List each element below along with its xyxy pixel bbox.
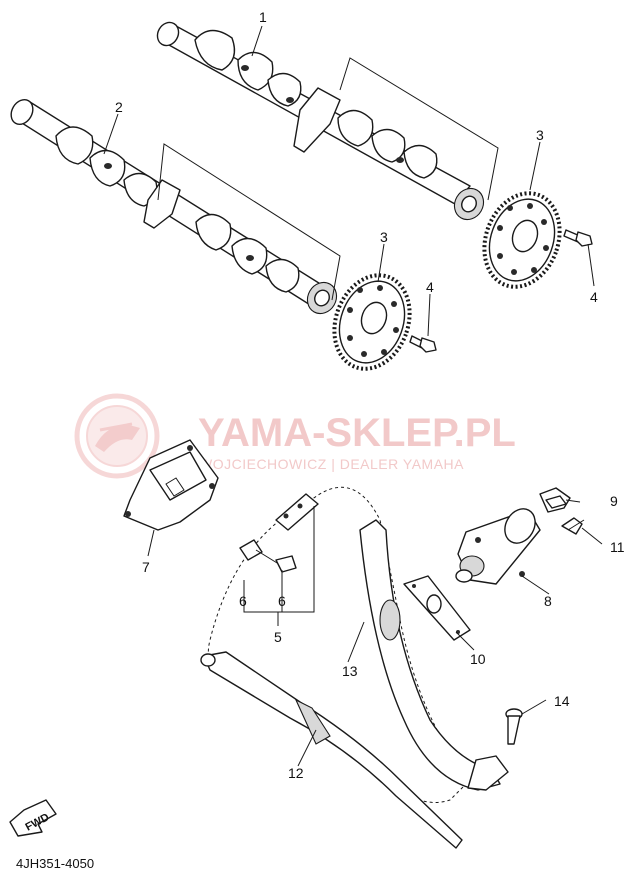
watermark: YAMA-SKLEP.PL WOJCIECHOWICZ | DEALER YAM… — [74, 393, 516, 479]
callout-labels: 1 2 3 3 4 4 5 6 6 7 8 9 10 11 12 13 14 — [115, 9, 625, 781]
part-10-gasket — [403, 575, 471, 641]
part-5-chain-joint — [239, 493, 319, 573]
part-7-guide-bracket — [123, 439, 219, 531]
part-11-bolt — [561, 517, 585, 535]
watermark-logo — [74, 393, 160, 479]
watermark-subtitle: WOJCIECHOWICZ | DEALER YAMAHA — [199, 456, 464, 472]
camshaft-1 — [156, 21, 485, 221]
part-12-tensioner-blade — [200, 651, 463, 849]
callout-6-right: 6 — [278, 593, 286, 609]
callout-8: 8 — [544, 593, 552, 609]
callout-2: 2 — [115, 99, 123, 115]
sprocket-upper — [482, 191, 562, 289]
part-13-chain-guide — [359, 519, 509, 791]
callout-11: 11 — [610, 539, 625, 555]
watermark-title: YAMA-SKLEP.PL — [198, 411, 516, 455]
callout-5: 5 — [274, 629, 282, 645]
callout-9: 9 — [610, 493, 618, 509]
part-8-chain-tensioner — [455, 508, 541, 585]
diagram-code: 4JH351-4050 — [16, 856, 94, 871]
callout-6-left: 6 — [239, 593, 247, 609]
bolt-4-upper — [563, 229, 593, 247]
sprocket-lower — [332, 273, 412, 371]
part-14-bolt — [505, 708, 523, 745]
fwd-arrow-icon: FWD — [9, 799, 57, 837]
camshaft-2 — [10, 98, 338, 315]
callout-3-lower: 3 — [380, 229, 388, 245]
callout-3-upper: 3 — [536, 127, 544, 143]
callout-7: 7 — [142, 559, 150, 575]
callout-1: 1 — [259, 9, 267, 25]
assembly-brackets — [157, 57, 499, 301]
callout-4-upper: 4 — [590, 289, 598, 305]
callout-13: 13 — [342, 663, 358, 679]
callout-4-lower: 4 — [426, 279, 434, 295]
part-9-bolt — [539, 487, 571, 513]
bolt-4-lower — [409, 335, 437, 353]
leader-lines — [103, 25, 603, 767]
callout-14: 14 — [554, 693, 570, 709]
callout-10: 10 — [470, 651, 486, 667]
callout-12: 12 — [288, 765, 304, 781]
